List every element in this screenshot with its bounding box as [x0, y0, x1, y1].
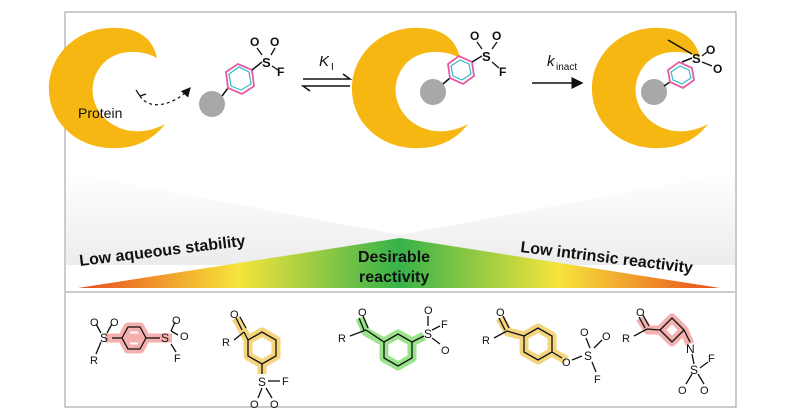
figure-frame	[64, 11, 737, 408]
compound-5: O R N S O O F	[622, 307, 715, 397]
c4-atom-o2: O	[580, 327, 589, 339]
c1-atom-o2: O	[110, 317, 119, 329]
spectrum-shadow	[66, 172, 735, 265]
atom-s-3: S	[692, 51, 701, 66]
compound-3-ring	[383, 333, 413, 367]
compound-row: O S O R S O O F O R	[90, 305, 715, 411]
center-label-1: Desirable	[358, 249, 430, 266]
c3-atom-o3: O	[441, 345, 450, 357]
ligand-2: S O O F	[420, 29, 506, 105]
covalent-bond	[667, 39, 693, 55]
ki-equilibrium: K I	[300, 53, 353, 92]
kinact-arrow: k inact	[532, 53, 584, 89]
atom-f-1: F	[277, 65, 284, 79]
ligand-3: S O O	[641, 39, 722, 105]
ligand-sphere-3	[641, 79, 667, 105]
compound-4: O R O S O O F	[482, 307, 611, 386]
spectrum-triangle	[78, 238, 720, 288]
aryl-ring-3	[667, 60, 695, 90]
c3-atom-o1: O	[358, 307, 367, 319]
c1-atom-s2: S	[161, 331, 169, 345]
c1-atom-s1: S	[100, 331, 108, 345]
c5-atom-o2: O	[678, 385, 687, 397]
c2-atom-s: S	[258, 375, 266, 389]
reaction-scheme: Protein S O O F K I	[48, 27, 722, 149]
atom-f-2: F	[499, 65, 506, 79]
protein-shape-1	[48, 27, 165, 149]
c4-atom-s: S	[584, 349, 592, 363]
atom-o-2a: O	[470, 29, 479, 43]
c5-atom-f: F	[708, 353, 715, 365]
protein-shape-2	[351, 27, 468, 149]
c4-atom-o-ether: O	[562, 357, 571, 369]
c1-atom-f: F	[174, 353, 181, 365]
atom-o-2b: O	[492, 29, 501, 43]
compound-3: O R S O O F	[338, 305, 450, 371]
atom-o-1a: O	[250, 35, 259, 49]
c1-atom-o3: O	[172, 315, 181, 327]
approach-arrow-tail	[135, 89, 147, 97]
c2-atom-o3: O	[270, 399, 279, 411]
ligand-sphere-2	[420, 79, 446, 105]
compound-2-ring	[247, 331, 277, 365]
forward-half-arrow	[303, 73, 353, 80]
reactivity-spectrum: Low aqueous stability Desirable reactivi…	[66, 172, 735, 293]
c2-atom-o2: O	[250, 399, 259, 411]
compound-2: O R S O O F	[222, 309, 289, 411]
c5-atom-r: R	[622, 333, 630, 345]
c5-atom-n: N	[686, 342, 695, 356]
protein-label: Protein	[78, 105, 122, 121]
ligand-1: S O O F	[199, 35, 284, 117]
c4-atom-f: F	[594, 374, 601, 386]
c5-atom-o3: O	[700, 385, 709, 397]
atom-o-3a: O	[706, 43, 715, 57]
c4-atom-o1: O	[496, 307, 505, 319]
c4-atom-r: R	[482, 335, 490, 347]
approach-arrow	[139, 87, 191, 106]
c3-atom-r: R	[338, 333, 346, 345]
center-label-2: reactivity	[359, 269, 429, 286]
c1-atom-r: R	[90, 355, 98, 367]
ki-label: K	[319, 53, 330, 70]
kinact-subscript: inact	[556, 62, 577, 73]
atom-s-2: S	[482, 49, 491, 64]
reverse-half-arrow	[300, 85, 350, 92]
c5-atom-s: S	[690, 363, 698, 377]
kinact-label: k	[547, 53, 556, 70]
c2-atom-r: R	[222, 337, 230, 349]
c2-atom-o1: O	[230, 309, 239, 321]
c4-atom-o3: O	[602, 331, 611, 343]
atom-o-1b: O	[270, 35, 279, 49]
atom-s-1: S	[262, 55, 271, 70]
ligand-sphere-1	[199, 91, 225, 117]
c3-atom-o2: O	[424, 305, 433, 317]
c3-atom-s: S	[424, 327, 432, 341]
c5-atom-o1: O	[636, 307, 645, 319]
atom-o-3b: O	[713, 62, 722, 76]
c2-atom-f: F	[282, 376, 289, 388]
c3-atom-f: F	[441, 319, 448, 331]
c1-atom-o4: O	[180, 331, 189, 343]
ki-subscript: I	[331, 62, 334, 73]
c1-atom-o1: O	[90, 317, 99, 329]
compound-1: O S O R S O O F	[90, 315, 189, 367]
